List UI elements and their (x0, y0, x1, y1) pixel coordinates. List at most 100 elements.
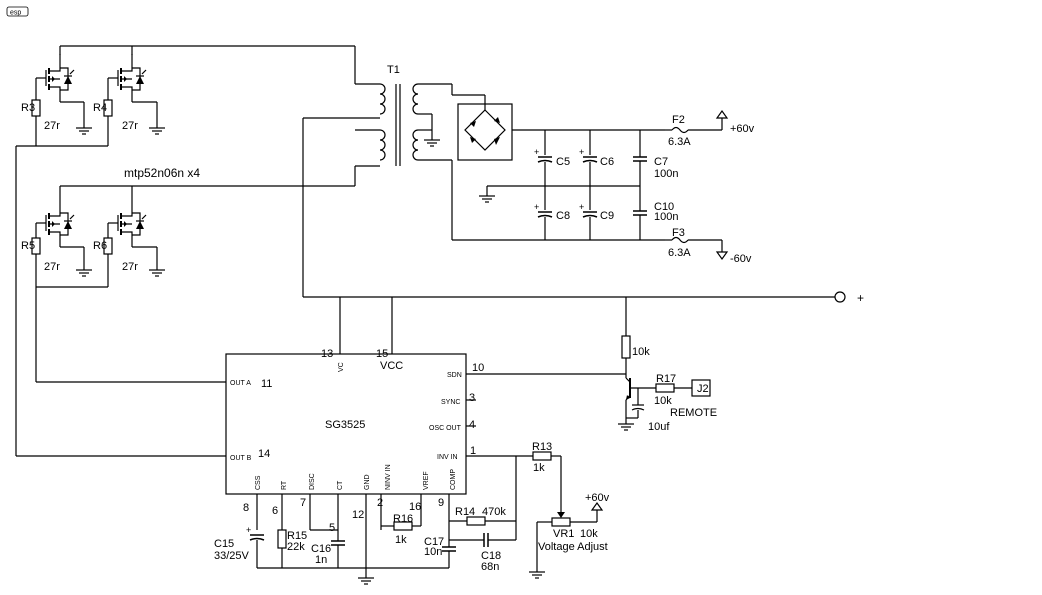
supply-terminal[interactable] (834, 291, 846, 303)
pin-num-disc: 7 (300, 497, 306, 509)
vr-supply-arrow-icon (590, 501, 604, 511)
f2-label: F2 (672, 114, 685, 126)
capacitor-c5 (533, 146, 553, 163)
pin-label-vcc: VCC (380, 360, 403, 372)
pin-num-vref: 16 (409, 501, 421, 513)
r4-ref: R4 (93, 102, 107, 114)
capacitor-c8 (533, 201, 553, 218)
fuse-f2 (665, 109, 729, 134)
c15-label: C15 (214, 538, 234, 550)
ground-icon (617, 423, 635, 431)
pos-output-label: +60v (730, 123, 755, 135)
pin-label-sync: SYNC (441, 399, 460, 406)
pin-label-sdn: SDN (447, 372, 462, 379)
pin-label-ninv-in: NINV IN (385, 464, 392, 490)
ground-icon (423, 139, 441, 147)
ground-icon (148, 269, 166, 277)
pullup-value: 10k (632, 346, 650, 358)
resistor-r15 (277, 529, 287, 549)
fuse-f3 (665, 236, 729, 261)
c18-value: 68n (481, 561, 499, 573)
mosfet-q4 (107, 198, 147, 248)
c8-label: C8 (556, 210, 570, 222)
c10-value: 100n (654, 211, 678, 223)
output-arrow-icon (715, 251, 729, 261)
r16-value: 1k (395, 534, 407, 546)
r6-value: 27r (122, 261, 138, 273)
f2-value: 6.3A (668, 136, 691, 148)
mosfet-q1 (35, 53, 75, 103)
pin-num-gnd: 12 (352, 509, 364, 521)
r16-label: R16 (393, 513, 413, 525)
resistor-r17 (655, 383, 675, 393)
c18-label: C18 (481, 550, 501, 562)
c10-label: C10 (654, 201, 674, 213)
pin-num-comp: 9 (438, 497, 444, 509)
vr1-label: VR1 (553, 528, 574, 540)
r17-value: 10k (654, 395, 672, 407)
c16-value: 1n (315, 554, 327, 566)
ground-icon (478, 195, 496, 203)
mosfet-note: mtp52n06n x4 (124, 166, 200, 180)
r6-ref: R6 (93, 240, 107, 252)
pin-num-osc-out: 4 (469, 419, 475, 431)
pin-num-inv-in: 1 (470, 445, 476, 457)
pin-num-sdn: 10 (472, 362, 484, 374)
pin-num-sync: 3 (469, 392, 475, 404)
ground-icon (75, 127, 93, 135)
c17-label: C17 (424, 536, 444, 548)
r5-value: 27r (44, 261, 60, 273)
mosfet-group-top (16, 45, 355, 147)
r14-label: R14 (455, 506, 475, 518)
pin-label-disc: DISC (309, 473, 316, 490)
c7-label: C7 (654, 156, 668, 168)
bridge-rectifier (451, 84, 665, 241)
r14-value: 470k (482, 506, 506, 518)
transformer-label: T1 (387, 64, 400, 76)
remote-cap-value: 10uf (648, 421, 670, 433)
c5-label: C5 (556, 156, 570, 168)
pin-label-css: CSS (255, 475, 262, 490)
vr1-function-label: Voltage Adjust (538, 541, 608, 553)
pin-num-vc: 13 (321, 348, 333, 360)
pin-label-vref: VREF (423, 471, 430, 490)
pin-label-ct: CT (337, 480, 344, 490)
esp-logo: esp (6, 6, 29, 17)
supply-plus-label: + (857, 291, 864, 305)
ground-icon (75, 269, 93, 277)
feedback-network (366, 451, 604, 579)
c15-value: 33/25V (214, 550, 250, 562)
pin-num-ct: 5 (329, 522, 335, 534)
pin-label-rt: RT (281, 480, 288, 490)
pin-num-ninv-in: 2 (377, 497, 383, 509)
j2-label: J2 (697, 383, 709, 395)
pin-num-out-a: 11 (261, 378, 272, 390)
pin-label-gnd: GND (364, 474, 371, 490)
chip-name: SG3525 (325, 419, 365, 431)
r3-value: 27r (44, 120, 60, 132)
pin-label-osc-out: OSC OUT (429, 425, 462, 432)
capacitor-c15 (245, 524, 265, 541)
pin-label-inv-in: INV IN (437, 454, 458, 461)
resistor-r14 (466, 516, 486, 526)
timing-network (245, 494, 375, 585)
pin-label-out-b: OUT B (230, 455, 252, 462)
ground-icon (528, 571, 546, 579)
r4-value: 27r (122, 120, 138, 132)
potentiometer-vr1[interactable] (551, 517, 571, 527)
remote-circuit (617, 297, 711, 431)
resistor-r13 (532, 451, 552, 461)
connector-j2[interactable] (691, 379, 711, 397)
output-arrow-icon (715, 109, 729, 119)
c9-label: C9 (600, 210, 614, 222)
capacitor-c6 (578, 146, 598, 163)
f3-label: F3 (672, 227, 685, 239)
resistor-10k-pullup (621, 335, 631, 359)
r15-label: R15 (287, 530, 307, 542)
remote-label: REMOTE (670, 407, 717, 419)
c16-label: C16 (311, 543, 331, 555)
pin-num-out-b: 14 (258, 448, 270, 460)
c17-value: 10n (424, 546, 442, 558)
ground-icon (357, 577, 375, 585)
